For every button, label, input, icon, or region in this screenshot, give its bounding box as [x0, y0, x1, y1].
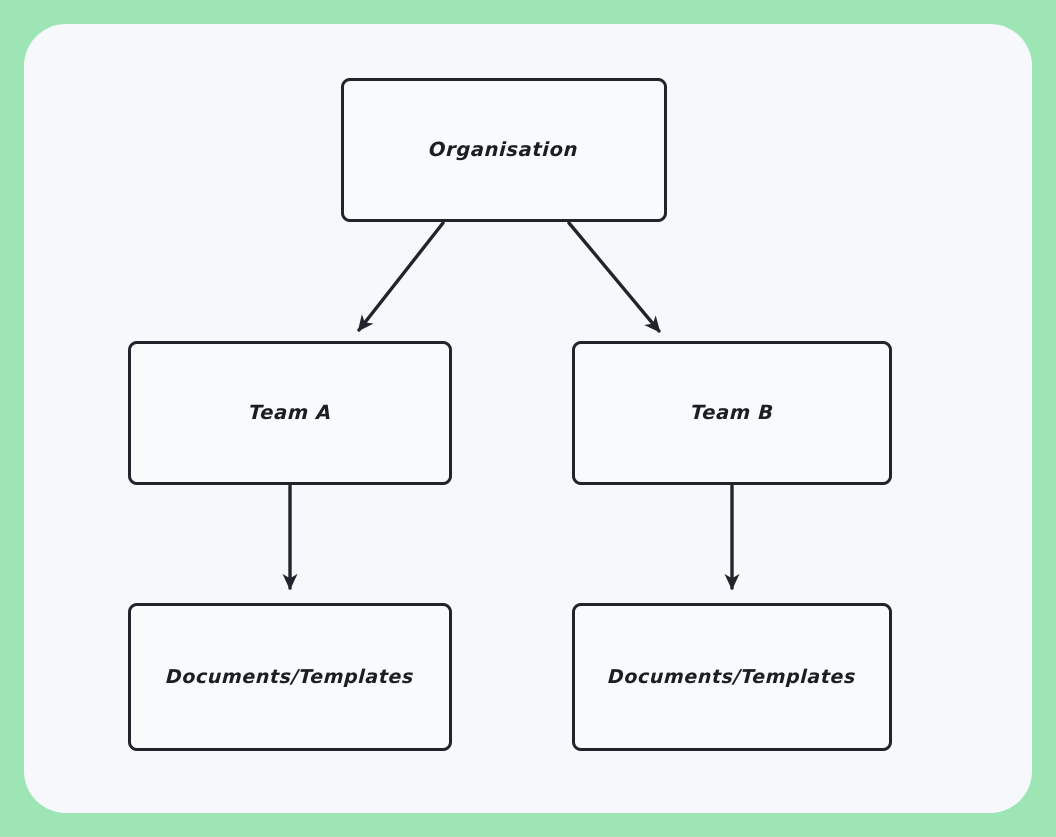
node-team-a-label: Team A	[247, 401, 333, 425]
node-documents-templates-b-label: Documents/Templates	[607, 665, 857, 688]
edge-organisation-to-team-a	[357, 221, 445, 332]
node-team-a[interactable]: Team A	[128, 341, 452, 485]
node-documents-templates-a[interactable]: Documents/Templates	[128, 603, 452, 751]
node-documents-templates-b[interactable]: Documents/Templates	[572, 603, 892, 751]
node-team-b[interactable]: Team B	[572, 341, 892, 485]
node-team-b-label: Team B	[690, 401, 774, 425]
node-documents-templates-a-label: Documents/Templates	[165, 665, 415, 688]
node-organisation[interactable]: Organisation	[341, 78, 667, 222]
node-organisation-label: Organisation	[428, 138, 580, 162]
edge-organisation-to-team-b	[567, 221, 661, 333]
